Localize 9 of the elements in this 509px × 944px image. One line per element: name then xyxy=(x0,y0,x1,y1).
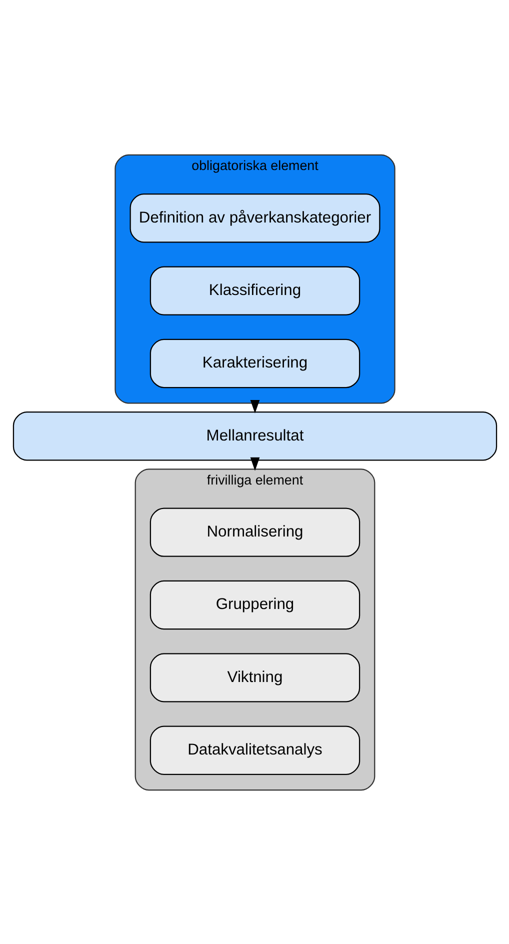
node-box: Klassificering xyxy=(149,266,360,315)
arrow xyxy=(250,456,260,470)
node-box: Normalisering xyxy=(149,507,360,556)
node-box: Definition av påverkanskategorier xyxy=(129,193,380,242)
arrow xyxy=(250,399,260,413)
node-box: Karakterisering xyxy=(149,338,360,388)
node-box: Gruppering xyxy=(149,580,360,630)
node-box: Datakvalitetsanalys xyxy=(149,725,360,774)
node-box: Viktning xyxy=(149,652,360,702)
